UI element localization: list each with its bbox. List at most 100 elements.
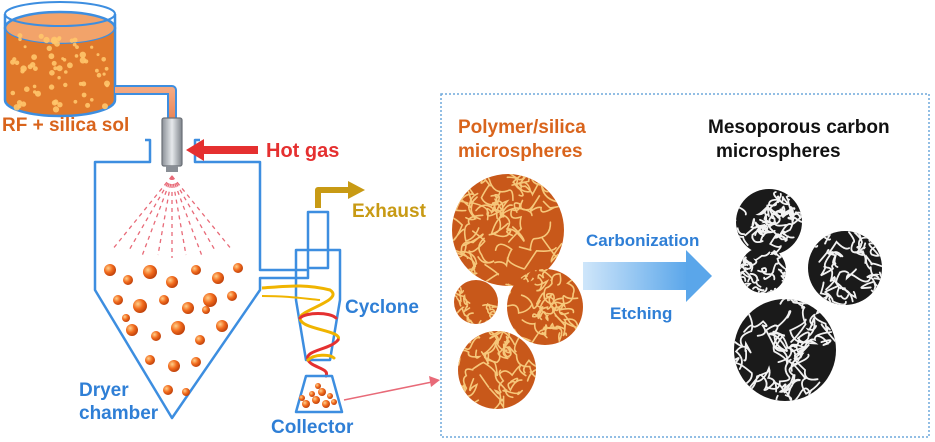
pore-channel	[777, 343, 807, 363]
pore-channel	[790, 353, 819, 381]
sol-particle	[10, 59, 16, 65]
dried-droplets	[104, 263, 243, 396]
pore-channel	[809, 313, 831, 332]
pore-channel	[463, 214, 484, 242]
pore-channel	[490, 199, 513, 238]
pore-channel	[860, 281, 874, 290]
pore-channel	[508, 346, 536, 379]
pore-channel	[792, 193, 802, 205]
droplet	[113, 295, 123, 305]
droplet	[203, 293, 217, 307]
pore-channel	[792, 299, 826, 305]
droplet	[171, 321, 185, 335]
sol-particle	[85, 102, 91, 108]
collected-particle	[315, 383, 321, 389]
polymer-label-line2: microspheres	[458, 141, 583, 162]
pore-channel	[519, 194, 555, 213]
sol-particle	[48, 53, 55, 60]
carbon-label-line2: microspheres	[716, 141, 841, 162]
pore-channel	[788, 207, 802, 244]
pore-channel	[534, 278, 550, 292]
sol-particle	[35, 90, 41, 97]
pore-channel	[778, 358, 799, 401]
droplet	[151, 331, 161, 341]
collector-label: Collector	[271, 417, 354, 438]
pore-channel	[457, 287, 463, 307]
pore-channel	[750, 218, 758, 229]
pore-channel	[452, 248, 478, 284]
pore-channel	[452, 216, 465, 242]
dryer-chamber	[93, 138, 310, 420]
sol-particle	[38, 33, 44, 39]
sol-particle	[64, 70, 68, 74]
droplet	[143, 265, 157, 279]
pore-channel	[538, 295, 552, 322]
droplet	[216, 320, 228, 332]
spray-line	[157, 175, 173, 256]
hot-gas-label: Hot gas	[266, 140, 340, 162]
pore-channel	[845, 266, 880, 283]
pore-channel	[763, 257, 780, 280]
pore-channel	[768, 205, 787, 223]
pore-channel	[494, 243, 513, 268]
droplet	[227, 291, 237, 301]
pore-channel	[462, 296, 471, 313]
pore-channel	[852, 242, 867, 264]
sol-particle	[96, 72, 102, 78]
pore-channel	[779, 211, 802, 236]
pore-channel	[816, 334, 832, 346]
mesoporous-carbon-spheres	[734, 189, 882, 401]
pointer-arrow	[343, 376, 440, 401]
feed-label: RF + silica sol	[2, 115, 130, 136]
pore-channel	[452, 188, 479, 209]
pore-channel	[552, 297, 579, 329]
tank-sol-body	[5, 28, 115, 116]
pore-channel	[755, 204, 770, 216]
collected-particle	[331, 399, 337, 405]
pore-channel	[754, 365, 778, 393]
pore-channel	[507, 377, 523, 392]
sol-particle	[63, 82, 68, 88]
pore-channel	[848, 231, 863, 254]
sol-particle	[75, 45, 79, 49]
pore-channel	[502, 343, 512, 358]
pore-channel	[743, 251, 771, 267]
collected-particle	[322, 400, 330, 408]
sol-particle	[95, 68, 99, 73]
pore-channel	[734, 340, 752, 370]
collected-particles	[299, 383, 337, 408]
pore-channel	[498, 364, 527, 377]
droplet	[163, 385, 173, 395]
pore-channel	[820, 323, 836, 364]
dryer-label-line2: chamber	[79, 403, 159, 424]
pore-channel	[480, 351, 490, 366]
sol-particle	[16, 100, 23, 106]
sol-particle	[18, 37, 22, 42]
pore-channel	[520, 269, 542, 279]
pore-channel	[818, 249, 844, 263]
pore-channel	[743, 320, 768, 337]
sol-particle	[102, 103, 108, 110]
pore-channel	[835, 270, 854, 303]
pore-channel	[507, 304, 533, 314]
sol-particle	[81, 81, 87, 87]
pore-channel	[759, 220, 788, 242]
sol-particle	[46, 45, 52, 51]
droplet	[182, 302, 194, 314]
pore-channel	[749, 272, 762, 288]
pore-channel	[517, 277, 535, 286]
exhaust-label: Exhaust	[352, 201, 426, 222]
sol-particle	[17, 104, 22, 109]
pore-channel	[793, 337, 819, 348]
droplet	[195, 335, 205, 345]
pore-channel	[543, 322, 558, 330]
pore-channel	[541, 237, 563, 264]
sol-particle	[72, 42, 77, 47]
gas-flow-stream	[261, 284, 331, 292]
spray-line	[171, 175, 187, 256]
pore-channel	[545, 292, 579, 309]
spray-line	[171, 175, 203, 257]
sol-particle	[102, 72, 106, 76]
carbonization-label: Carbonization	[586, 231, 700, 250]
dryer-label-line1: Dryer	[79, 380, 129, 401]
